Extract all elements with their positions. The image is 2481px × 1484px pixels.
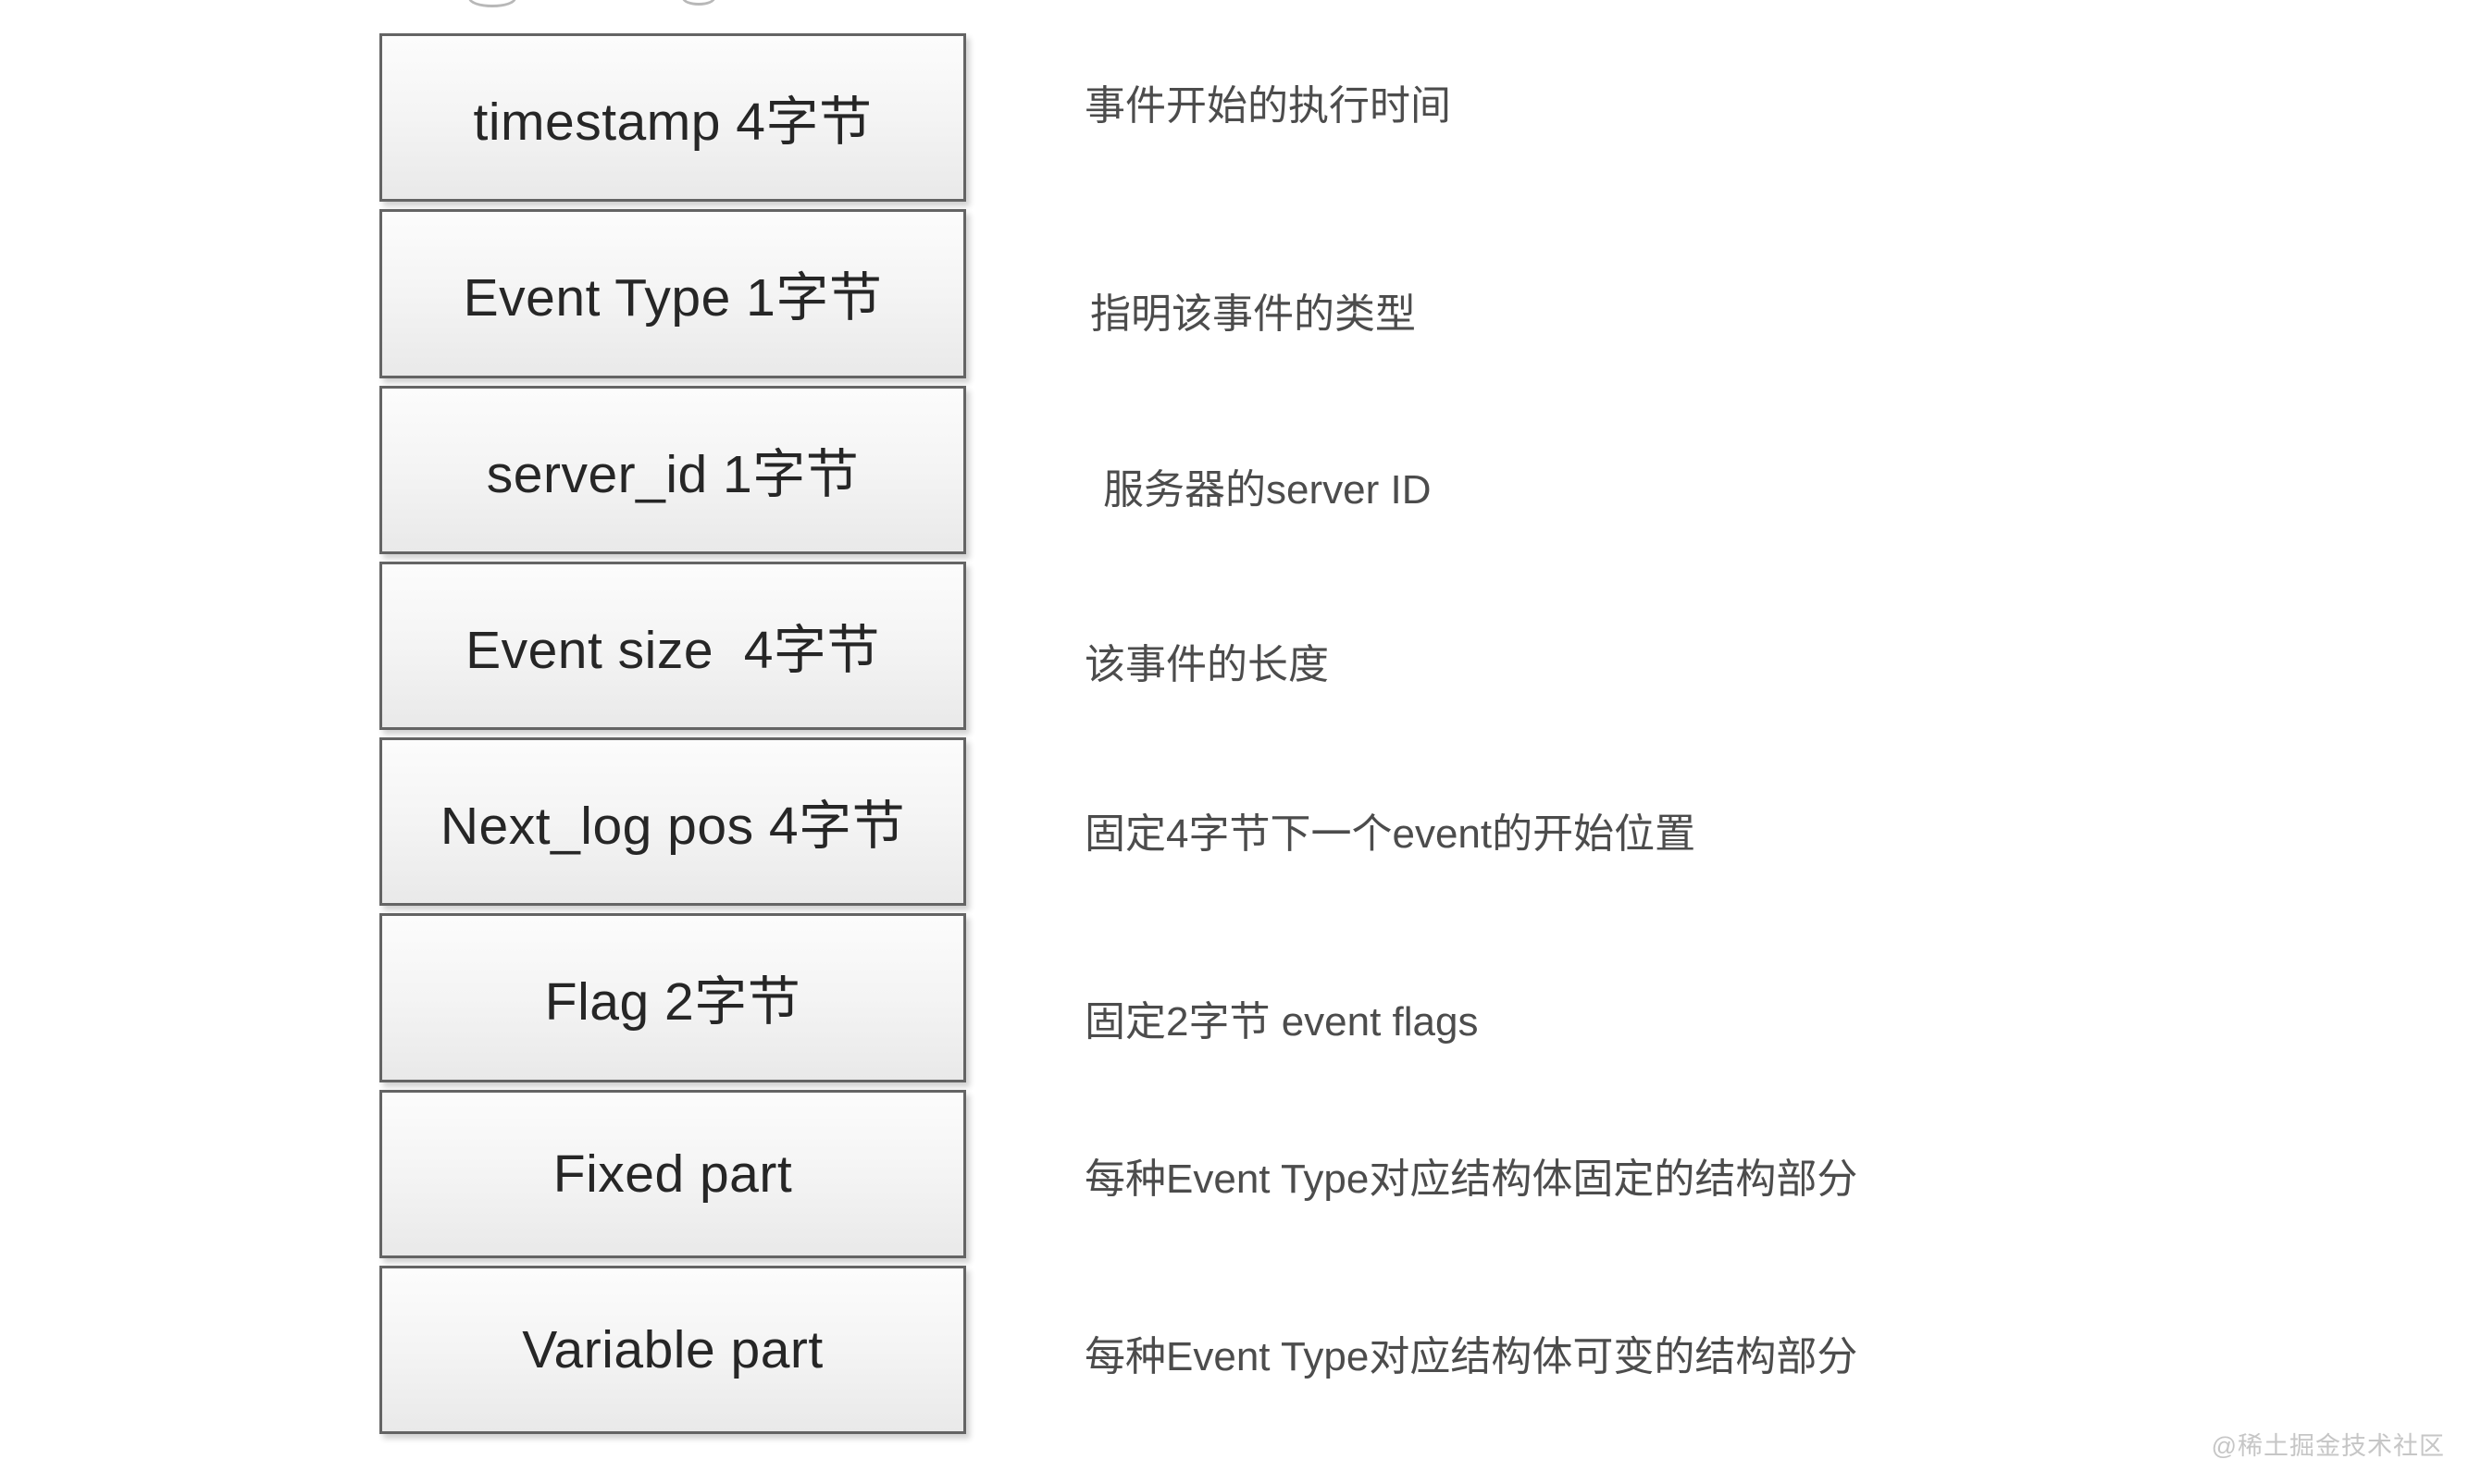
field-box-server-id: server_id 1字节: [379, 385, 966, 554]
field-box-label: Variable part: [522, 1319, 824, 1379]
diagram-row: server_id 1字节 服务器的server ID: [379, 385, 2138, 554]
field-description: 指明该事件的类型: [1090, 291, 1416, 338]
field-box-fixed-part: Fixed part: [379, 1089, 966, 1258]
field-description: 事件开始的执行时间: [1085, 83, 1451, 130]
diagram-row: timestamp 4字节 事件开始的执行时间: [379, 33, 2138, 203]
field-box-label: Next_log pos 4字节: [440, 797, 906, 857]
diagram-row: Event Type 1字节 指明该事件的类型: [379, 209, 2138, 378]
field-box-timestamp: timestamp 4字节: [379, 33, 966, 203]
field-description: 每种Event Type对应结构体可变的结构部分: [1085, 1333, 1858, 1379]
field-description: 每种Event Type对应结构体固定的结构部分: [1085, 1156, 1858, 1202]
field-box-label: Fixed part: [552, 1144, 793, 1204]
diagram-row: Event size 4字节 该事件的长度: [379, 561, 2138, 730]
field-box-label: timestamp 4字节: [473, 93, 873, 153]
watermark: @稀土掘金技术社区: [2211, 1432, 2445, 1460]
field-description: 该事件的长度: [1085, 641, 1329, 687]
field-description: 固定4字节下一个event的开始位置: [1085, 811, 1696, 858]
cropped-stroke-artifact: [682, 0, 715, 6]
field-box-label: server_id 1字节: [486, 444, 860, 504]
diagram-row: Next_log pos 4字节 固定4字节下一个event的开始位置: [379, 737, 2138, 907]
field-box-next-log-pos: Next_log pos 4字节: [379, 737, 966, 907]
field-box-flag: Flag 2字节: [379, 913, 966, 1082]
field-box-label: Event size 4字节: [465, 620, 880, 680]
diagram-row: Fixed part 每种Event Type对应结构体固定的结构部分: [379, 1089, 2138, 1258]
field-description: 服务器的server ID: [1103, 466, 1432, 513]
field-box-event-size: Event size 4字节: [379, 561, 966, 730]
cropped-stroke-artifact: [468, 0, 516, 7]
field-description: 固定2字节 event flags: [1085, 999, 1479, 1045]
field-box-label: Flag 2字节: [544, 972, 801, 1033]
field-box-variable-part: Variable part: [379, 1265, 966, 1434]
diagram-row: Variable part 每种Event Type对应结构体可变的结构部分: [379, 1265, 2138, 1434]
binlog-structure-diagram: timestamp 4字节 事件开始的执行时间 Event Type 1字节 指…: [379, 33, 2138, 1434]
field-box-event-type: Event Type 1字节: [379, 209, 966, 378]
diagram-row: Flag 2字节 固定2字节 event flags: [379, 913, 2138, 1082]
field-box-label: Event Type 1字节: [463, 268, 883, 328]
